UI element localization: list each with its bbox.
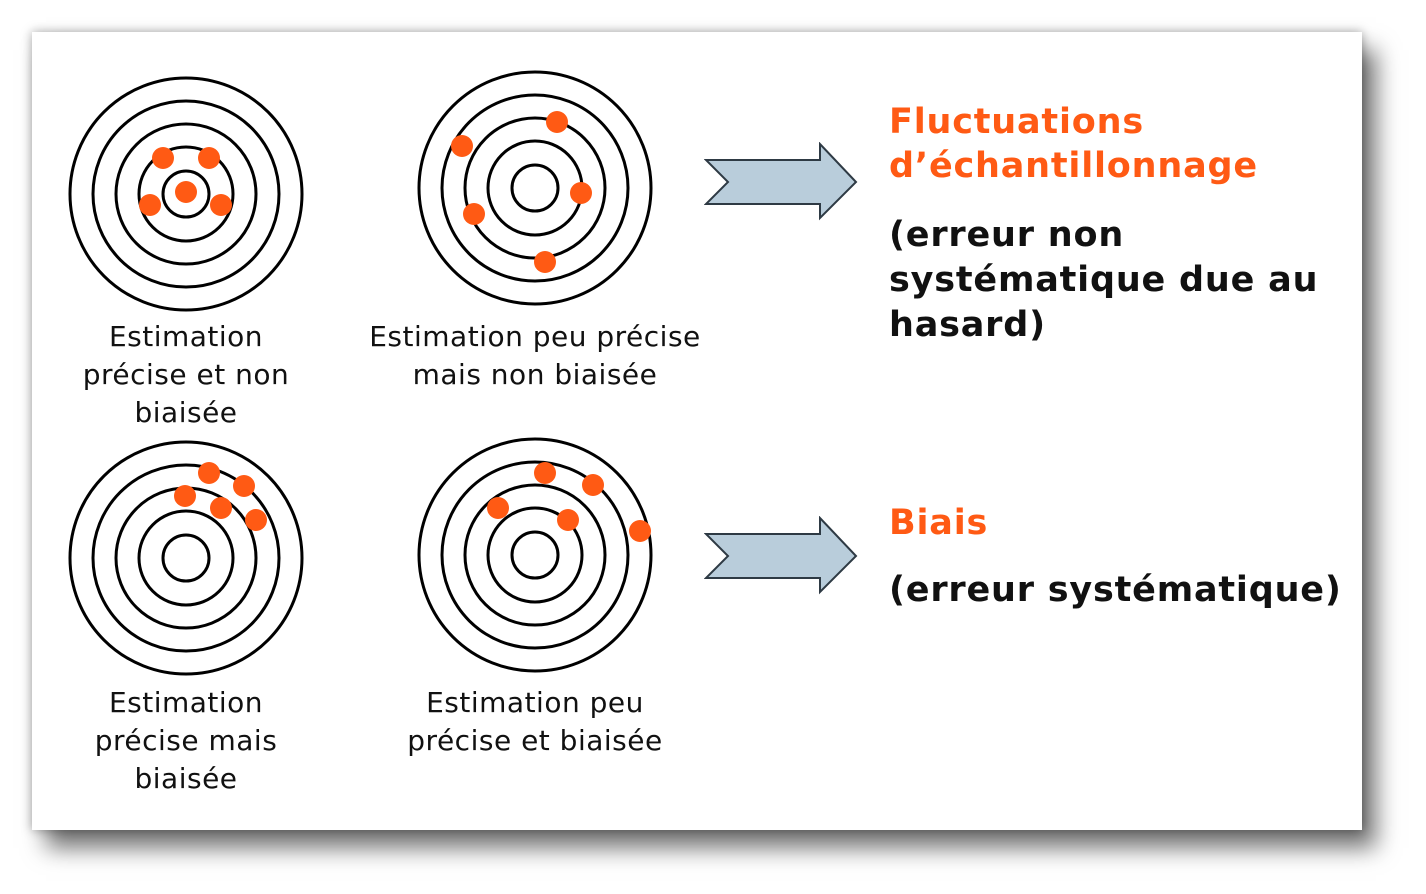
shot-dot bbox=[233, 475, 255, 497]
caption-precise-unbiased: Estimation précise et non biaisée bbox=[82, 320, 290, 429]
shot-dot bbox=[152, 147, 174, 169]
shot-dot bbox=[139, 194, 161, 216]
shot-dot bbox=[198, 147, 220, 169]
shot-dot bbox=[198, 462, 220, 484]
shot-dot bbox=[570, 182, 592, 204]
right-arrow-icon bbox=[703, 515, 860, 596]
shot-dot bbox=[582, 474, 604, 496]
shot-dot bbox=[629, 520, 651, 542]
right-arrow-icon bbox=[703, 141, 860, 222]
shot-dot bbox=[175, 181, 197, 203]
target-precise-unbiased-icon bbox=[68, 76, 304, 312]
fluctuations-title: Fluctuations d’échantillonnage bbox=[889, 102, 1258, 186]
target-precise-biased bbox=[66, 438, 306, 678]
target-imprecise-biased bbox=[415, 435, 655, 675]
fluctuations-note: (erreur non systématique due au hasard) bbox=[889, 215, 1319, 345]
bias-title: Biais bbox=[889, 503, 989, 543]
shot-dot bbox=[534, 462, 556, 484]
target-imprecise-unbiased bbox=[415, 68, 655, 308]
bias-note: (erreur systématique) bbox=[889, 570, 1342, 610]
shot-dot bbox=[451, 135, 473, 157]
shot-dot bbox=[463, 203, 485, 225]
shot-dot bbox=[174, 485, 196, 507]
caption-imprecise-biased: Estimation peu précise et biaisée bbox=[407, 686, 663, 757]
target-imprecise-unbiased-icon bbox=[417, 70, 653, 306]
shot-dot bbox=[487, 497, 509, 519]
shot-dot bbox=[546, 111, 568, 133]
shot-dot bbox=[557, 509, 579, 531]
caption-precise-biased: Estimation précise mais biaisée bbox=[94, 686, 278, 795]
shot-dot bbox=[534, 251, 556, 273]
target-precise-unbiased bbox=[66, 74, 306, 314]
target-imprecise-biased-icon bbox=[417, 437, 653, 673]
shot-dot bbox=[210, 194, 232, 216]
shot-dot bbox=[210, 497, 232, 519]
shot-dot bbox=[245, 509, 267, 531]
caption-imprecise-unbiased: Estimation peu précise mais non biaisée bbox=[369, 320, 701, 391]
diagram-card: Estimation précise et non biaisée Estima… bbox=[32, 32, 1362, 830]
target-precise-biased-icon bbox=[68, 440, 304, 676]
